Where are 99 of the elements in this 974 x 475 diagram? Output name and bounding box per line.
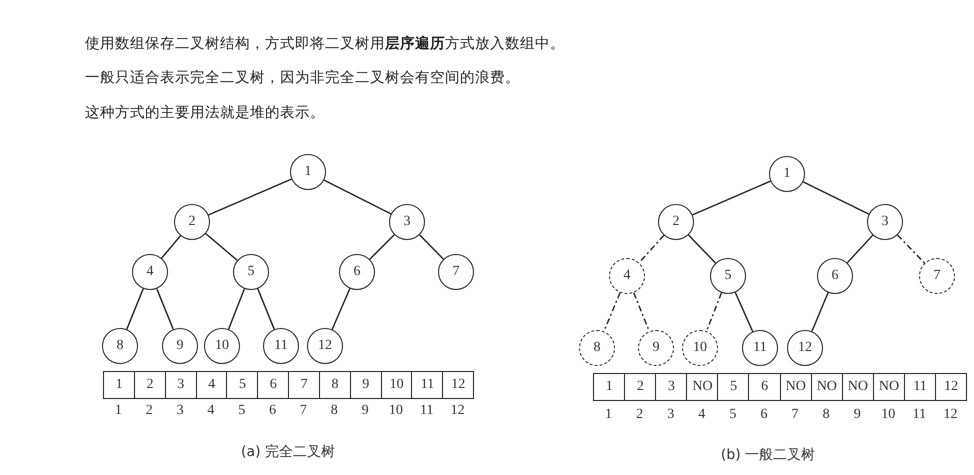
tree-edge — [257, 288, 275, 330]
array-cell: 2 — [134, 371, 166, 399]
tree-node-circle: 3 — [867, 204, 903, 240]
array-cell: 3 — [164, 371, 197, 399]
index-number: 4 — [698, 407, 706, 423]
dashed-tree-edge — [638, 234, 664, 264]
tree-node-circle: 4 — [132, 254, 168, 290]
tree-edge — [419, 234, 444, 260]
tree-edge — [156, 288, 174, 330]
array-cell: 1 — [103, 371, 136, 399]
index-number: 6 — [269, 403, 276, 419]
index-number: 6 — [760, 407, 768, 423]
array-cell: 3 — [655, 373, 688, 401]
tree-node-circle: 2 — [658, 204, 694, 240]
figure-caption: (a) 完全二叉树 — [241, 443, 335, 461]
index-number: 8 — [330, 403, 338, 419]
tree-node-circle: 7 — [438, 254, 474, 290]
index-number: 7 — [300, 403, 307, 419]
tree-edge — [811, 292, 829, 332]
array-cell: 2 — [624, 373, 657, 401]
array-cell: 9 — [350, 371, 382, 399]
index-number: 1 — [114, 403, 122, 419]
array-cell: 6 — [748, 373, 781, 401]
dashed-tree-edge — [603, 292, 621, 332]
index-number: 3 — [667, 407, 674, 423]
array-cell: 6 — [257, 371, 290, 399]
tree-edge — [205, 233, 238, 261]
tree-node-circle: 12 — [787, 330, 823, 366]
tree-edge — [688, 234, 716, 264]
tree-node-circle: 1 — [290, 154, 326, 190]
text-paragraph: 一般只适合表示完全二叉树，因为非完全二叉树会有空间的浪费。 — [85, 68, 520, 87]
array-cell: 5 — [226, 371, 259, 399]
dashed-tree-node-circle: 7 — [919, 258, 955, 294]
dashed-tree-edge — [633, 292, 650, 332]
tree-edge — [228, 288, 246, 330]
array-cell: NO — [780, 373, 812, 401]
tree-node-circle: 3 — [389, 204, 425, 240]
index-number: 10 — [881, 407, 896, 423]
index-number: 8 — [822, 407, 830, 423]
dashed-tree-edge — [706, 292, 722, 332]
index-number: 4 — [207, 403, 214, 419]
array-cell: NO — [842, 373, 874, 401]
tree-edge — [734, 292, 754, 332]
tree-node-circle: 12 — [307, 328, 343, 364]
index-number: 2 — [146, 403, 153, 419]
tree-edge — [161, 235, 181, 259]
text-paragraph: 使用数组保存二叉树结构，方式即将二叉树用层序遍历方式放入数组中。 — [85, 34, 565, 53]
array-cell: 5 — [717, 373, 750, 401]
index-number: 5 — [729, 407, 736, 423]
tree-edge — [332, 288, 350, 330]
array-cell: 12 — [442, 371, 474, 399]
tree-node-circle: 11 — [742, 330, 778, 366]
array-cell: 7 — [288, 371, 320, 399]
index-number: 7 — [792, 407, 799, 423]
text-paragraph: 这种方式的主要用法就是堆的表示。 — [85, 104, 325, 122]
array-cell: 11 — [904, 373, 936, 401]
index-number: 11 — [912, 407, 926, 423]
tree-edge — [802, 181, 870, 215]
tree-node-circle: 6 — [817, 258, 853, 294]
tree-node-circle: 1 — [769, 156, 805, 192]
tree-edge — [208, 178, 292, 216]
array-cell: NO — [686, 373, 719, 401]
tree-edge — [846, 234, 874, 264]
index-number: 10 — [388, 403, 403, 419]
dashed-tree-node-circle: 8 — [579, 330, 615, 366]
tree-node-circle: 11 — [263, 328, 299, 364]
tree-node-circle: 10 — [204, 328, 240, 364]
array-cell: 12 — [934, 373, 968, 401]
figure-caption: (b) 一般二叉树 — [720, 446, 816, 464]
array-cell: NO — [810, 373, 844, 401]
dashed-tree-node-circle: 9 — [638, 330, 674, 366]
tree-node-circle: 6 — [339, 254, 375, 290]
tree-edge — [692, 180, 771, 216]
tree-edge — [324, 179, 392, 215]
index-number: 2 — [636, 407, 644, 423]
dashed-tree-node-circle: 10 — [682, 330, 718, 366]
index-number: 3 — [176, 403, 184, 419]
index-number: 9 — [854, 407, 861, 423]
index-number: 1 — [605, 407, 612, 423]
tree-node-circle: 2 — [174, 204, 210, 240]
index-number: 5 — [238, 403, 246, 419]
tree-node-circle: 5 — [710, 258, 746, 294]
array-cell: 4 — [196, 371, 228, 399]
tree-edge — [369, 234, 395, 260]
array-cell: 8 — [318, 371, 352, 399]
array-cell: 11 — [411, 371, 444, 399]
array-cell: 10 — [380, 371, 413, 399]
dashed-tree-edge — [896, 234, 926, 264]
array-cell: NO — [872, 373, 906, 401]
tree-node-circle: 8 — [102, 328, 138, 364]
index-number: 9 — [362, 403, 369, 419]
index-number: 11 — [420, 403, 434, 419]
tree-node-circle: 5 — [233, 254, 269, 290]
array-cell: 1 — [593, 373, 626, 401]
tree-node-circle: 9 — [162, 328, 198, 364]
tree-edge — [126, 288, 144, 330]
index-number: 12 — [943, 407, 958, 423]
index-number: 12 — [450, 403, 465, 419]
dashed-tree-node-circle: 4 — [609, 258, 645, 294]
